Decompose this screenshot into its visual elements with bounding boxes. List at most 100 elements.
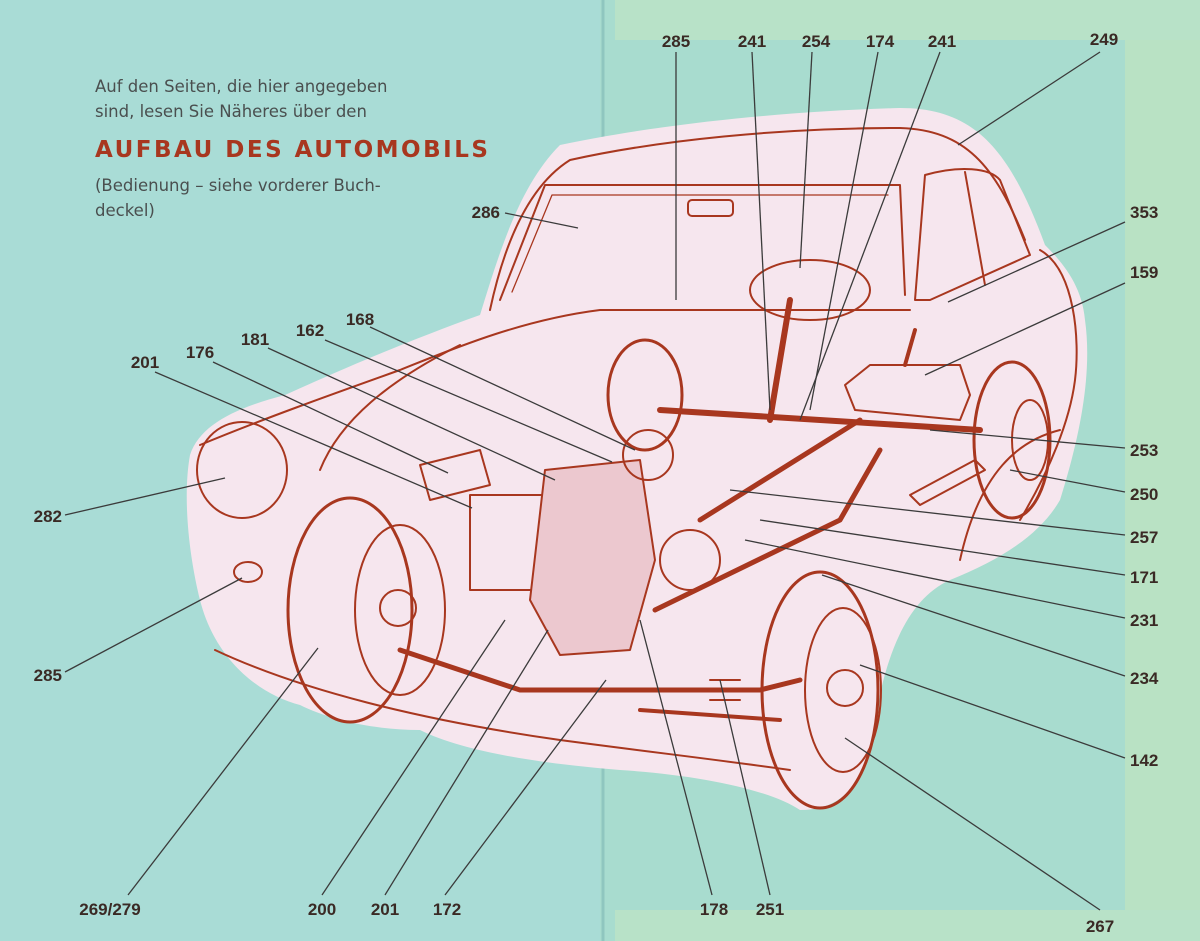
- windshield-inner: [511, 194, 889, 293]
- leader-250: [1009, 469, 1126, 493]
- car-drawing: [196, 127, 1078, 810]
- leader-234: [821, 574, 1126, 677]
- page-title: AUFBAU DES AUTOMOBILS: [95, 137, 491, 163]
- intro-note-2: deckel): [95, 201, 155, 220]
- leader-171: [759, 519, 1126, 576]
- steering-column: [767, 297, 793, 423]
- indicator-light: [233, 561, 263, 583]
- leader-174: [809, 51, 879, 411]
- callout-285-left: 285: [34, 666, 62, 685]
- callout-181: 181: [241, 330, 269, 349]
- leader-241-b: [799, 51, 941, 421]
- headlight: [196, 421, 288, 519]
- callout-249: 249: [1090, 30, 1118, 49]
- leader-168: [369, 326, 636, 451]
- intro-note-1: (Bedienung – siehe vorderer Buch-: [95, 176, 381, 195]
- leader-lines: [64, 51, 1126, 911]
- rear-right-wheel: [972, 360, 1052, 520]
- leader-231: [744, 539, 1126, 619]
- callout-257: 257: [1130, 528, 1158, 547]
- callout-168: 168: [346, 310, 374, 329]
- callout-159: 159: [1130, 263, 1158, 282]
- rear-axle: [657, 407, 983, 433]
- callout-241-a: 241: [738, 32, 766, 51]
- callout-231: 231: [1130, 611, 1158, 630]
- leader-353: [947, 221, 1126, 303]
- callout-267: 267: [1086, 917, 1114, 936]
- right-strip: [1125, 40, 1200, 941]
- callout-142: 142: [1130, 751, 1158, 770]
- exhaust-pipe: [652, 447, 883, 613]
- leader-201-top: [154, 371, 473, 509]
- callout-285-top: 285: [662, 32, 690, 51]
- leader-142: [859, 664, 1126, 759]
- hood-line: [199, 309, 911, 446]
- callout-254: 254: [802, 32, 831, 51]
- windshield: [499, 184, 906, 301]
- callout-labels: 285 241 254 174 241 249 286 353 159 168 …: [34, 30, 1159, 936]
- callout-201-bottom: 201: [371, 900, 399, 919]
- leader-282: [64, 477, 226, 516]
- callout-176: 176: [186, 343, 214, 362]
- callout-253: 253: [1130, 441, 1158, 460]
- leader-178: [639, 619, 713, 896]
- front-axle: [397, 647, 803, 693]
- leader-253: [929, 429, 1126, 449]
- front-right-wheel: [760, 570, 882, 810]
- leader-254: [799, 51, 813, 269]
- callout-241-b: 241: [928, 32, 956, 51]
- callout-269-279: 269/279: [79, 900, 140, 919]
- leader-269-279: [127, 647, 319, 896]
- leader-285-left: [64, 577, 243, 673]
- fender-line: [319, 344, 461, 471]
- rear-leaf-spring: [909, 459, 986, 506]
- fuel-tank: [844, 364, 971, 421]
- fuel-filler: [903, 328, 917, 367]
- leader-249: [957, 51, 1101, 146]
- callout-172: 172: [433, 900, 461, 919]
- front-left-wheel: [286, 496, 446, 724]
- leader-241-a: [751, 51, 771, 411]
- callout-200: 200: [308, 900, 336, 919]
- leader-162: [324, 339, 613, 463]
- intro-text: Auf den Seiten, die hier angegeben sind,…: [95, 74, 515, 223]
- intro-line-1: Auf den Seiten, die hier angegeben: [95, 77, 388, 96]
- drive-shaft: [697, 417, 863, 523]
- side-window: [914, 167, 1031, 301]
- intro-line-2: sind, lesen Sie Näheres über den: [95, 102, 367, 121]
- leader-286: [504, 212, 579, 229]
- callout-201-top: 201: [131, 353, 159, 372]
- rear-wheel-arch: [959, 429, 1061, 561]
- leader-176: [212, 361, 449, 474]
- b-pillar: [964, 171, 986, 286]
- engine-block: [529, 459, 656, 656]
- callout-251: 251: [756, 900, 784, 919]
- callout-171: 171: [1130, 568, 1158, 587]
- callout-282: 282: [34, 507, 62, 526]
- bottom-strip: [615, 910, 1200, 941]
- callout-234: 234: [1130, 669, 1159, 688]
- top-strip: [615, 0, 1200, 40]
- callout-162: 162: [296, 321, 324, 340]
- air-filter: [622, 429, 674, 481]
- leader-251: [719, 679, 771, 896]
- rear-mirror: [687, 199, 734, 217]
- roof-line: [489, 127, 1026, 311]
- leader-172: [444, 679, 607, 896]
- callout-286: 286: [472, 203, 500, 222]
- body-side: [214, 649, 791, 771]
- callout-178: 178: [700, 900, 728, 919]
- gearbox: [659, 529, 721, 591]
- callout-353: 353: [1130, 203, 1158, 222]
- callout-250: 250: [1130, 485, 1158, 504]
- leader-159: [924, 282, 1126, 376]
- leader-201-bottom: [384, 629, 549, 896]
- leader-267: [844, 737, 1101, 911]
- rear-left-wheel: [606, 338, 684, 452]
- leader-181: [267, 347, 556, 481]
- leader-257: [729, 489, 1126, 536]
- steering-wheel: [749, 259, 871, 321]
- leader-200: [321, 619, 506, 896]
- callout-174: 174: [866, 32, 895, 51]
